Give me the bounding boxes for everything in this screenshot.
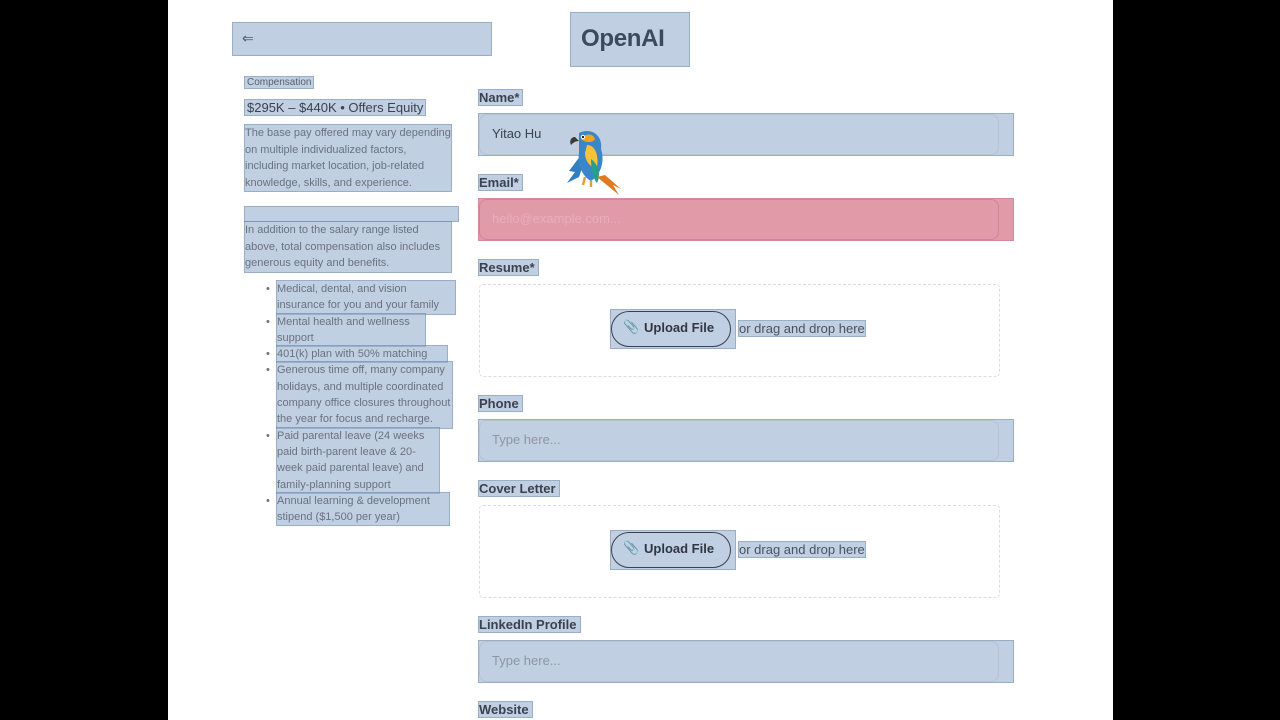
logo-text: OpenAI [581,25,665,52]
paperclip-icon: 📎 [623,540,640,555]
list-item: Generous time off, many company holidays… [266,361,455,429]
name-label: Name* [477,89,524,106]
website-label: Website [478,701,533,718]
phone-input-border [479,420,999,461]
back-button[interactable]: ⇐ [232,22,492,56]
equity-description: In addition to the salary range listed a… [244,221,452,273]
name-input-border [479,114,999,155]
list-item: 401(k) plan with 50% matching [266,345,455,364]
list-item: Medical, dental, and vision insurance fo… [266,280,456,315]
drag-drop-text: or drag and drop here [738,541,866,558]
name-value: Yitao Hu [492,126,542,141]
benefits-list: Medical, dental, and vision insurance fo… [266,280,456,527]
application-page: ⇐ OpenAI Compensation $295K – $440K • Of… [168,0,1113,720]
linkedin-placeholder: Type here... [492,653,561,668]
linkedin-field[interactable]: Type here... [478,640,1014,683]
cover-letter-dropzone[interactable]: 📎 Upload File or drag and drop here [479,505,1000,598]
email-input-border [479,199,999,240]
resume-upload-button[interactable]: 📎 Upload File [610,309,736,349]
email-field[interactable]: hello@example.com... [478,198,1014,241]
benefit-text: 401(k) plan with 50% matching [276,345,448,364]
cover-letter-label: Cover Letter [478,480,560,497]
benefit-text: Mental health and wellness support [276,312,426,348]
paperclip-icon: 📎 [623,319,640,334]
drag-drop-text: or drag and drop here [738,320,866,337]
email-label: Email* [478,174,523,191]
list-item: Paid parental leave (24 weeks paid birth… [266,426,455,494]
benefit-text: Annual learning & development stipend ($… [276,491,450,527]
upload-pill-border [611,311,731,347]
phone-placeholder: Type here... [492,432,561,447]
upload-label: Upload File [644,320,715,335]
benefit-text: Generous time off, many company holidays… [276,361,453,429]
list-item: Annual learning & development stipend ($… [266,491,455,527]
salary-range: $295K – $440K • Offers Equity [243,99,427,116]
phone-field[interactable]: Type here... [478,419,1014,462]
openai-logo[interactable]: OpenAI [570,12,690,67]
upload-pill-border [611,532,731,568]
paragraph-spacer [244,206,459,222]
resume-label: Resume* [478,259,539,276]
upload-label: Upload File [644,541,715,556]
benefit-text: Medical, dental, and vision insurance fo… [276,280,456,315]
back-arrow-icon[interactable]: ⇐ [242,30,254,46]
compensation-label: Compensation [243,76,315,89]
list-item: Mental health and wellness support [266,312,455,348]
parrot-icon [567,130,621,195]
phone-label: Phone [478,395,523,412]
benefit-text: Paid parental leave (24 weeks paid birth… [276,426,440,494]
email-placeholder: hello@example.com... [492,211,621,226]
cover-letter-upload-button[interactable]: 📎 Upload File [610,530,736,570]
resume-dropzone[interactable]: 📎 Upload File or drag and drop here [479,284,1000,377]
linkedin-input-border [479,641,999,682]
linkedin-label: LinkedIn Profile [478,616,581,633]
name-field[interactable]: Yitao Hu [478,113,1014,156]
pay-description: The base pay offered may vary depending … [244,123,452,193]
